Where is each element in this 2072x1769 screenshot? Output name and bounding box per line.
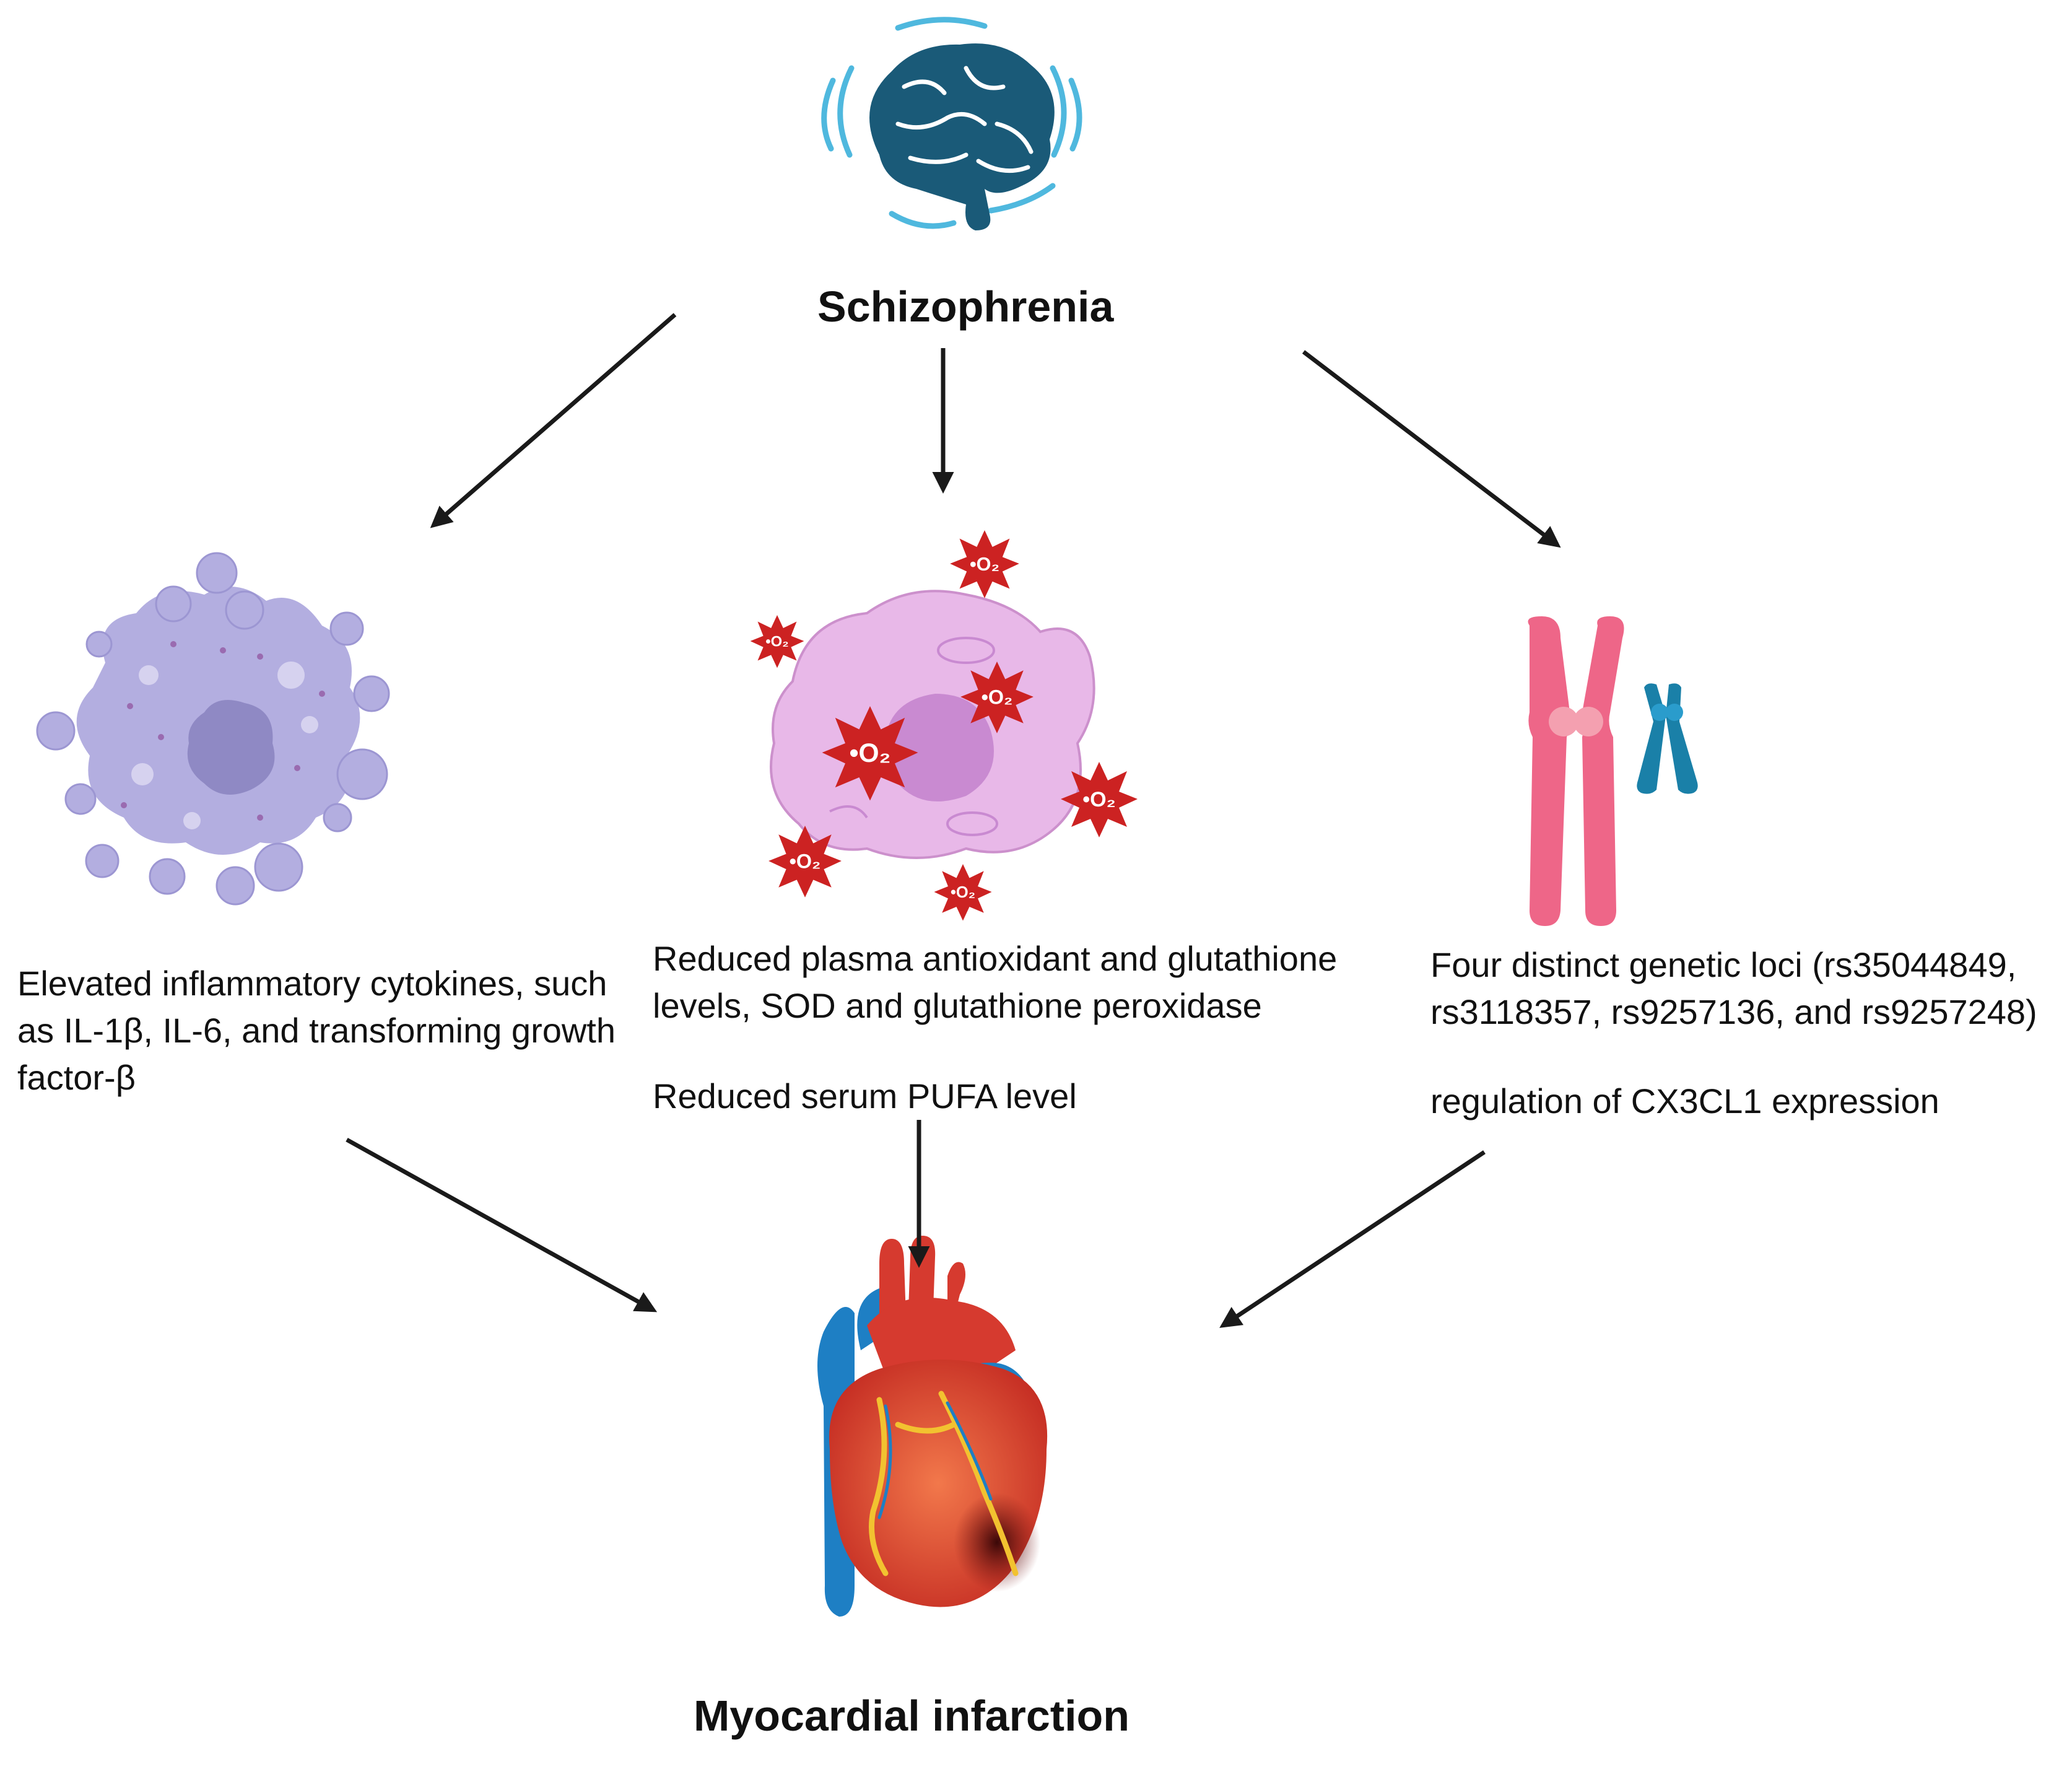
ros-star-icon: •O₂ <box>960 662 1034 733</box>
arrow-genetics-to-mi <box>1219 1150 1486 1328</box>
brain-icon <box>821 17 1082 230</box>
svg-text:•O₂: •O₂ <box>765 633 788 650</box>
svg-text:•O₂: •O₂ <box>790 850 821 872</box>
heart-icon <box>817 1236 1048 1617</box>
ros-star-icon: •O₂ <box>822 706 918 801</box>
schizophrenia-title: Schizophrenia <box>817 282 1114 331</box>
oxidative-stress-cell-icon <box>770 590 1095 859</box>
antioxidant-levels-text: Reduced plasma antioxidant and glutathio… <box>653 939 1338 1025</box>
svg-text:•O₂: •O₂ <box>850 739 891 768</box>
ros-star-icon: •O₂ <box>768 826 842 898</box>
genetic-loci-text: Four distinct genetic loci (rs35044849, … <box>1430 945 2037 1031</box>
arrow-inflammation-to-mi <box>346 1137 658 1313</box>
svg-text:•O₂: •O₂ <box>951 884 975 901</box>
inflammatory-cell-icon <box>36 552 390 906</box>
arrows <box>346 313 1561 1328</box>
arrow-schizophrenia-to-inflammation <box>430 313 677 528</box>
pufa-level-text: Reduced serum PUFA level <box>653 1077 1077 1116</box>
myocardial-infarction-title: Myocardial infarction <box>694 1692 1130 1740</box>
arrow-schizophrenia-to-genetics <box>1302 350 1561 548</box>
svg-text:•O₂: •O₂ <box>1082 788 1115 811</box>
chromosome-icon <box>1528 616 1698 926</box>
ros-star-icon: •O₂ <box>750 615 804 668</box>
svg-text:•O₂: •O₂ <box>982 686 1013 708</box>
ros-star-group: •O₂ •O₂ •O₂ •O₂ •O₂ •O₂ •O₂ <box>750 530 1138 921</box>
ros-star-icon: •O₂ <box>934 864 992 921</box>
ros-star-icon: •O₂ <box>950 530 1019 598</box>
inflammatory-cytokines-text: Elevated inflammatory cytokines, such as… <box>17 964 616 1097</box>
ros-star-icon: •O₂ <box>1061 762 1138 837</box>
svg-text:•O₂: •O₂ <box>970 554 999 575</box>
cx3cl1-regulation-text: regulation of CX3CL1 expression <box>1430 1081 1939 1120</box>
